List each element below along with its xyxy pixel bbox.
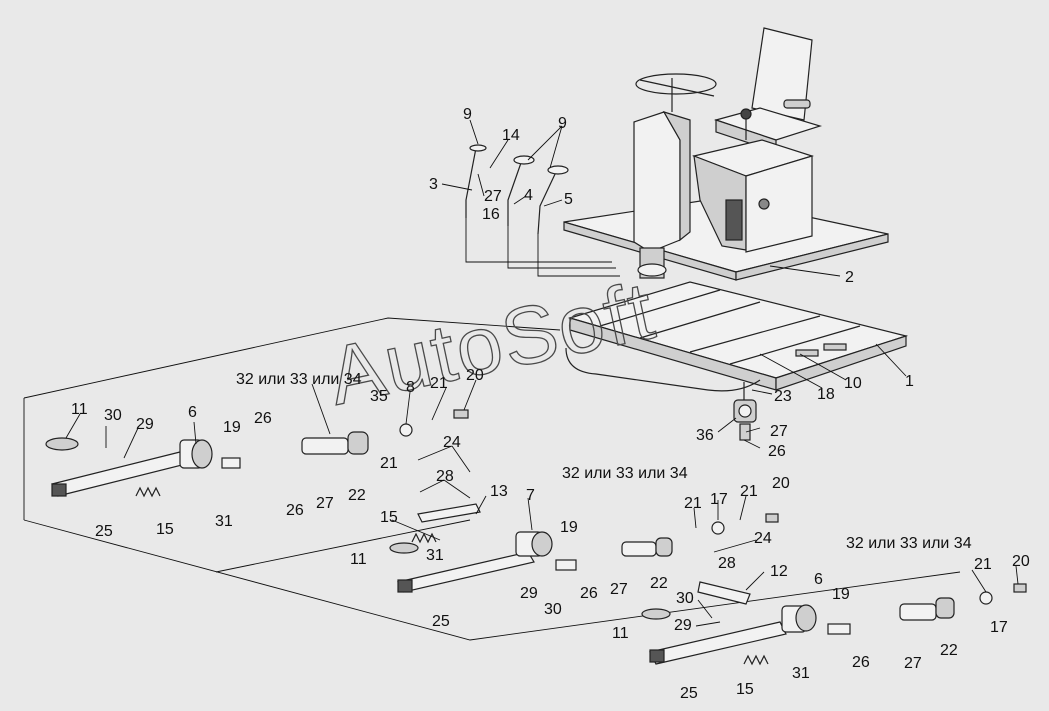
callout-26-d: 26 <box>580 585 598 602</box>
callout-15-c: 15 <box>736 681 754 698</box>
callout-22-c: 22 <box>940 642 958 659</box>
callout-14: 14 <box>502 127 520 144</box>
callout-1: 1 <box>905 373 914 390</box>
callout-22-b: 22 <box>650 575 668 592</box>
callout-12: 12 <box>770 563 788 580</box>
callout-26-valve: 26 <box>768 443 786 460</box>
callout-9-right: 9 <box>558 115 567 132</box>
callout-26-b: 26 <box>254 410 272 427</box>
control-console <box>691 108 815 253</box>
callout-20-b: 20 <box>772 475 790 492</box>
callout-15-a: 15 <box>156 521 174 538</box>
callout-19-a: 19 <box>223 419 241 436</box>
callout-27-e: 27 <box>904 655 922 672</box>
callout-32-c: 32 или 33 или 34 <box>846 535 972 552</box>
callout-18: 18 <box>817 386 835 403</box>
callout-22-a: 22 <box>348 487 366 504</box>
callout-21-d: 21 <box>740 483 758 500</box>
callout-25-c: 25 <box>680 685 698 702</box>
callout-19-b: 19 <box>560 519 578 536</box>
callout-27-pedal: 27 <box>484 188 502 205</box>
callout-7: 7 <box>526 487 535 504</box>
callout-9-left: 9 <box>463 106 472 123</box>
lever-assembly-left <box>45 409 469 498</box>
callout-11-c: 11 <box>612 625 629 642</box>
floor-frame <box>565 281 909 392</box>
callout-29-b: 29 <box>520 585 538 602</box>
callout-21-a: 21 <box>430 375 448 392</box>
operator-seat <box>713 27 823 153</box>
lever-assembly-right <box>641 583 1027 666</box>
callout-27-c: 27 <box>316 495 334 512</box>
brake-valve-36 <box>733 382 757 441</box>
callout-11-b: 11 <box>350 551 367 568</box>
callout-27-d: 27 <box>610 581 628 598</box>
callout-24-a: 24 <box>443 434 461 451</box>
callout-27-valve: 27 <box>770 423 788 440</box>
callout-20-a: 20 <box>466 367 484 384</box>
callout-19-c: 19 <box>832 586 850 603</box>
callout-30-c: 30 <box>676 590 694 607</box>
callout-29-c: 29 <box>674 617 692 634</box>
callout-32-a: 32 или 33 или 34 <box>236 371 362 388</box>
callout-2: 2 <box>845 269 854 286</box>
callout-21-b: 21 <box>380 455 398 472</box>
callout-31-a: 31 <box>215 513 233 530</box>
callout-8: 8 <box>406 379 415 396</box>
callout-29-a: 29 <box>136 416 154 433</box>
leader-lines <box>65 119 1019 627</box>
callout-16: 16 <box>482 206 500 223</box>
callout-5: 5 <box>564 191 573 208</box>
callout-30-b: 30 <box>544 601 562 618</box>
callout-26-e: 26 <box>852 654 870 671</box>
callout-10: 10 <box>844 375 862 392</box>
callout-4: 4 <box>524 187 533 204</box>
callout-labels: 9 14 9 3 27 16 4 5 2 1 10 18 23 36 27 26… <box>71 106 1030 702</box>
callout-28-a: 28 <box>436 468 454 485</box>
callout-26-c: 26 <box>286 502 304 519</box>
callout-36: 36 <box>696 427 714 444</box>
callout-30-a: 30 <box>104 407 122 424</box>
callout-3: 3 <box>429 176 438 193</box>
callout-31-b: 31 <box>426 547 444 564</box>
callout-17-b: 17 <box>990 619 1008 636</box>
callout-13: 13 <box>490 483 508 500</box>
callout-11-a: 11 <box>71 401 88 418</box>
callout-31-c: 31 <box>792 665 810 682</box>
callout-25-b: 25 <box>432 613 450 630</box>
lever-assembly-middle <box>389 503 779 605</box>
callout-21-c: 21 <box>684 495 702 512</box>
callout-28-b: 28 <box>718 555 736 572</box>
callout-6-b: 6 <box>814 571 823 588</box>
callout-32-b: 32 или 33 или 34 <box>562 465 688 482</box>
callout-23: 23 <box>774 388 792 405</box>
callout-17-a: 17 <box>710 491 728 508</box>
callout-25-a: 25 <box>95 523 113 540</box>
steering-column <box>633 73 717 279</box>
pedal-rods <box>465 144 620 277</box>
callout-24-b: 24 <box>754 530 772 547</box>
enclosure-lines <box>23 317 961 641</box>
callout-21-e: 21 <box>974 556 992 573</box>
callout-15-b: 15 <box>380 509 398 526</box>
callout-20-c: 20 <box>1012 553 1030 570</box>
callout-6-a: 6 <box>188 404 197 421</box>
callout-35: 35 <box>370 388 388 405</box>
